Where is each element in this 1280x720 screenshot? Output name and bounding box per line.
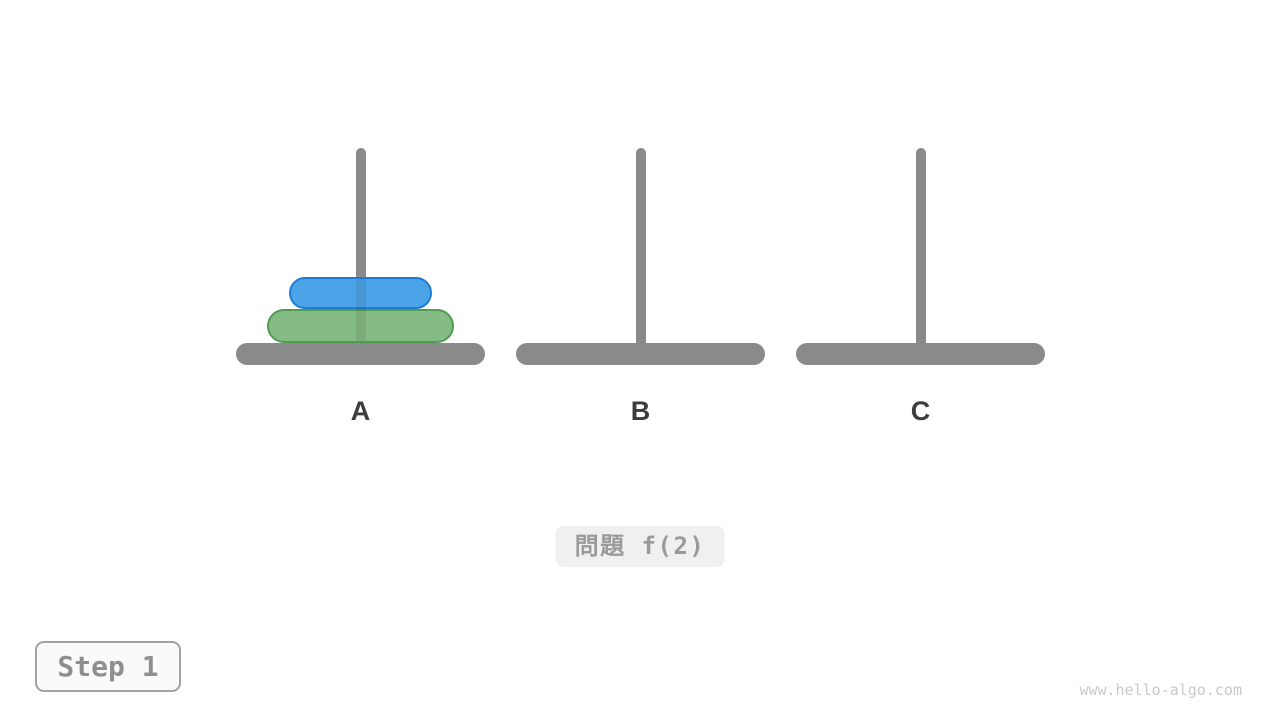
- problem-label: 問題 f(2): [574, 532, 706, 560]
- problem-badge: 問題 f(2): [555, 526, 725, 567]
- peg-a-pole: [355, 148, 366, 354]
- peg-b: B: [516, 148, 765, 425]
- watermark: www.hello-algo.com: [1079, 681, 1242, 699]
- peg-a-label: A: [350, 396, 371, 426]
- step-label: Step 1: [57, 649, 159, 683]
- peg-c: C: [796, 148, 1045, 425]
- step-badge: Step 1: [35, 641, 181, 692]
- peg-b-base: [516, 343, 765, 365]
- peg-c-base: [796, 343, 1045, 365]
- peg-b-pole: [635, 148, 646, 354]
- peg-a-base: [236, 343, 485, 365]
- disk-2-green: [267, 309, 454, 343]
- peg-b-label: B: [630, 396, 651, 426]
- peg-a: A: [236, 148, 485, 425]
- disk-stack: [236, 277, 485, 343]
- disk-1-blue: [289, 277, 432, 309]
- peg-c-pole: [915, 148, 926, 354]
- peg-c-label: C: [910, 396, 931, 426]
